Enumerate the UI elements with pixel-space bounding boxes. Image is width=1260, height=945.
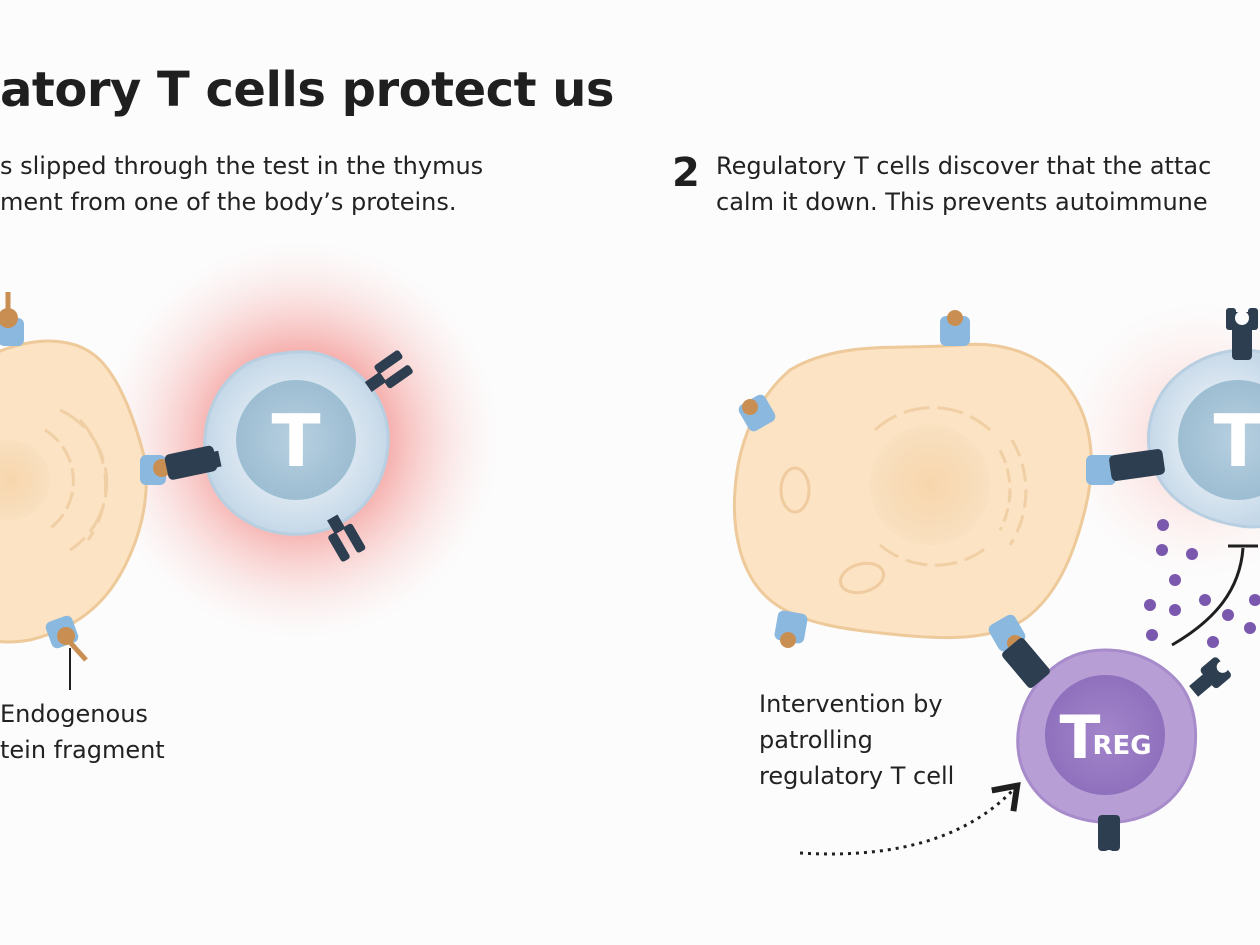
body-cell-2 — [732, 342, 1093, 640]
mhc-top — [0, 292, 24, 346]
fragment-label: Endogenous tein fragment — [0, 700, 165, 764]
t-cell-2-letter: T — [1213, 399, 1260, 483]
mhc-bottom — [45, 615, 88, 690]
t-cell-1-nucleus — [236, 380, 356, 500]
mitochondrion-icon — [779, 466, 811, 514]
page-title: atory T cells protect us — [0, 62, 615, 118]
cytokines — [1144, 519, 1260, 648]
body-cell-2-nucleus — [870, 425, 990, 545]
treg-letter: T — [1060, 703, 1101, 773]
t-receptor-2-top — [1226, 308, 1258, 360]
mhc-2-left — [738, 394, 776, 432]
step-1-caption: s slipped through the test in the thymus… — [0, 152, 484, 216]
treg-mhc-binding — [988, 614, 1050, 688]
step-2-number: 2 — [672, 150, 700, 196]
t-receptor-upper — [364, 350, 413, 392]
treg-subscript: REG — [1092, 731, 1151, 761]
body-cell — [0, 339, 148, 644]
t-cell-1-letter: T — [271, 399, 320, 483]
treg-cell: T REG — [1016, 648, 1198, 824]
tcr-mhc-binding-1 — [140, 445, 222, 485]
t-receptor-lower — [327, 514, 366, 562]
t-cell-1: T — [203, 350, 390, 536]
patrol-arrow — [799, 781, 1021, 856]
t-cell-2-nucleus — [1178, 380, 1260, 500]
tcr-mhc-binding-2 — [1086, 449, 1165, 485]
step-2-caption: Regulatory T cells discover that the att… — [716, 152, 1212, 216]
intervention-label: Intervention by patrolling regulatory T … — [759, 690, 955, 790]
mhc-2-bottom — [774, 610, 808, 648]
mhc-2-top — [940, 310, 970, 346]
t-cell-2: T — [1147, 348, 1260, 529]
treg-nucleus — [1045, 675, 1165, 795]
treg-receptor-right — [1189, 657, 1231, 697]
treg-receptor-bottom — [1098, 815, 1120, 862]
mitochondrion-icon — [838, 561, 886, 595]
inhibition-symbol — [1171, 544, 1258, 647]
body-cell-nucleus — [0, 440, 50, 520]
